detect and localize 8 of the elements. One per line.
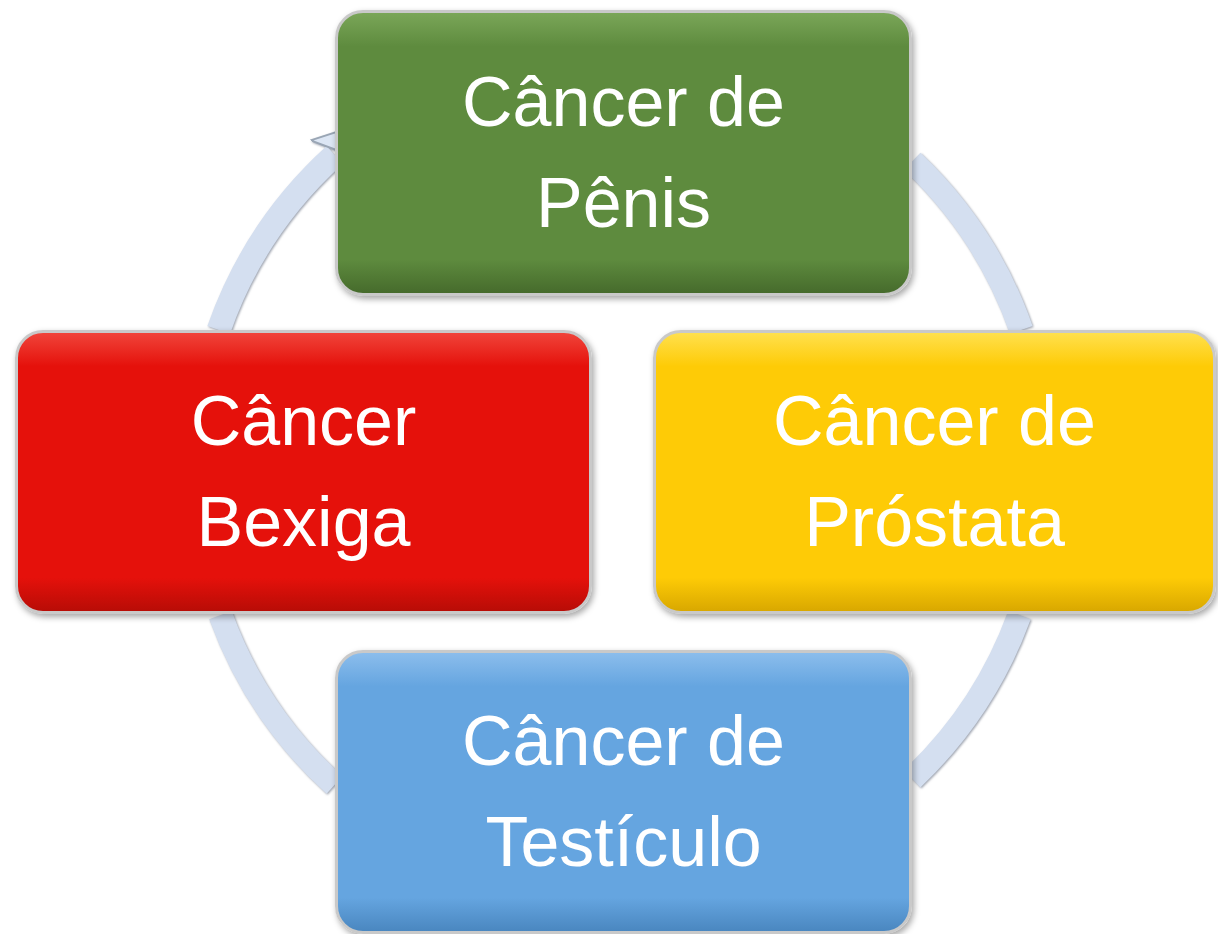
- process-box: [653, 330, 1216, 614]
- box-label: Câncer de Próstata: [772, 380, 1097, 563]
- process-box: [335, 10, 912, 296]
- box-label: Câncer Bexiga: [189, 380, 418, 563]
- process-box: [335, 650, 912, 934]
- box-label: Câncer de Pênis: [461, 61, 786, 244]
- process-box: [15, 330, 592, 614]
- box-label: Câncer de Testículo: [461, 700, 786, 883]
